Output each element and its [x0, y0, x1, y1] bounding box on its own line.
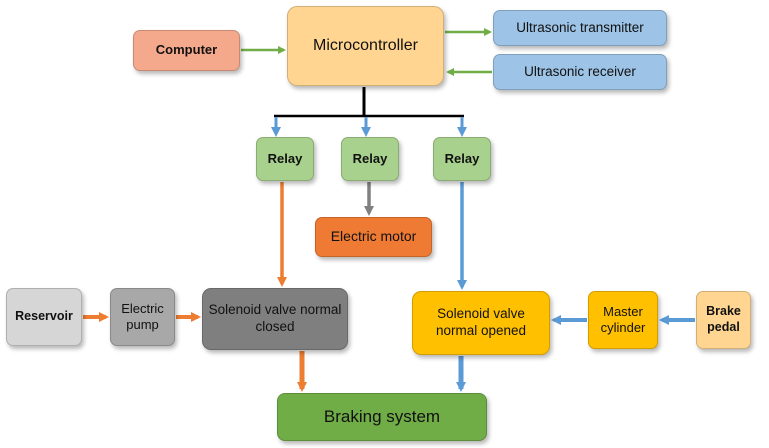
- master-cylinder-node: Master cylinder: [588, 291, 658, 349]
- computer-node: Computer: [133, 30, 240, 71]
- relay-1-node: Relay: [256, 137, 314, 181]
- braking-system-node: Braking system: [277, 393, 487, 441]
- microcontroller-node: Microcontroller: [287, 6, 444, 86]
- brake-pedal-node: Brake pedal: [696, 291, 751, 349]
- ultrasonic-transmitter-node: Ultrasonic transmitter: [493, 10, 667, 46]
- electric-motor-node: Electric motor: [315, 217, 432, 257]
- relay-2-node: Relay: [341, 137, 399, 181]
- reservoir-node: Reservoir: [6, 288, 82, 346]
- relay-3-node: Relay: [433, 137, 491, 181]
- solenoid-valve-closed-node: Solenoid valve normal closed: [202, 288, 348, 350]
- ultrasonic-receiver-node: Ultrasonic receiver: [493, 54, 667, 90]
- electric-pump-node: Electric pump: [110, 288, 175, 346]
- solenoid-valve-opened-node: Solenoid valve normal opened: [412, 291, 550, 355]
